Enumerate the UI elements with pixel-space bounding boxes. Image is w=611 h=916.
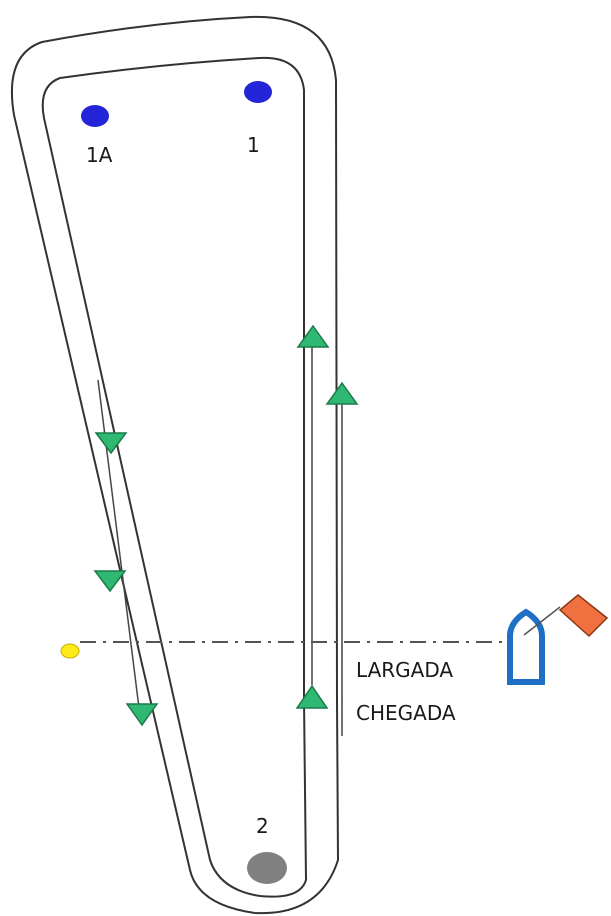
flag-icon bbox=[558, 594, 609, 638]
arrow-down-3 bbox=[125, 703, 159, 727]
mark-1-buoy-icon bbox=[244, 81, 272, 103]
course-outline-outer bbox=[10, 15, 340, 915]
flagpole-line bbox=[523, 606, 561, 636]
mark-1-label: 1 bbox=[247, 133, 260, 157]
arrow-down-2 bbox=[93, 570, 127, 593]
arrow-up-2 bbox=[325, 381, 359, 405]
arrow-down-1 bbox=[94, 432, 128, 455]
finish-label: CHEGADA bbox=[356, 701, 456, 725]
course-outline-inner bbox=[41, 56, 308, 898]
leg-down-line bbox=[97, 379, 141, 717]
pin-buoy-icon bbox=[60, 643, 80, 659]
committee-boat-icon bbox=[507, 608, 545, 685]
mark-2-label: 2 bbox=[256, 814, 269, 838]
start-label: LARGADA bbox=[356, 658, 453, 682]
arrow-up-3 bbox=[295, 684, 329, 709]
arrow-up-1 bbox=[296, 324, 330, 348]
mark-1a-buoy-icon bbox=[81, 105, 109, 127]
mark-1a-label: 1A bbox=[86, 143, 113, 167]
mark-2-buoy-icon bbox=[247, 852, 287, 884]
